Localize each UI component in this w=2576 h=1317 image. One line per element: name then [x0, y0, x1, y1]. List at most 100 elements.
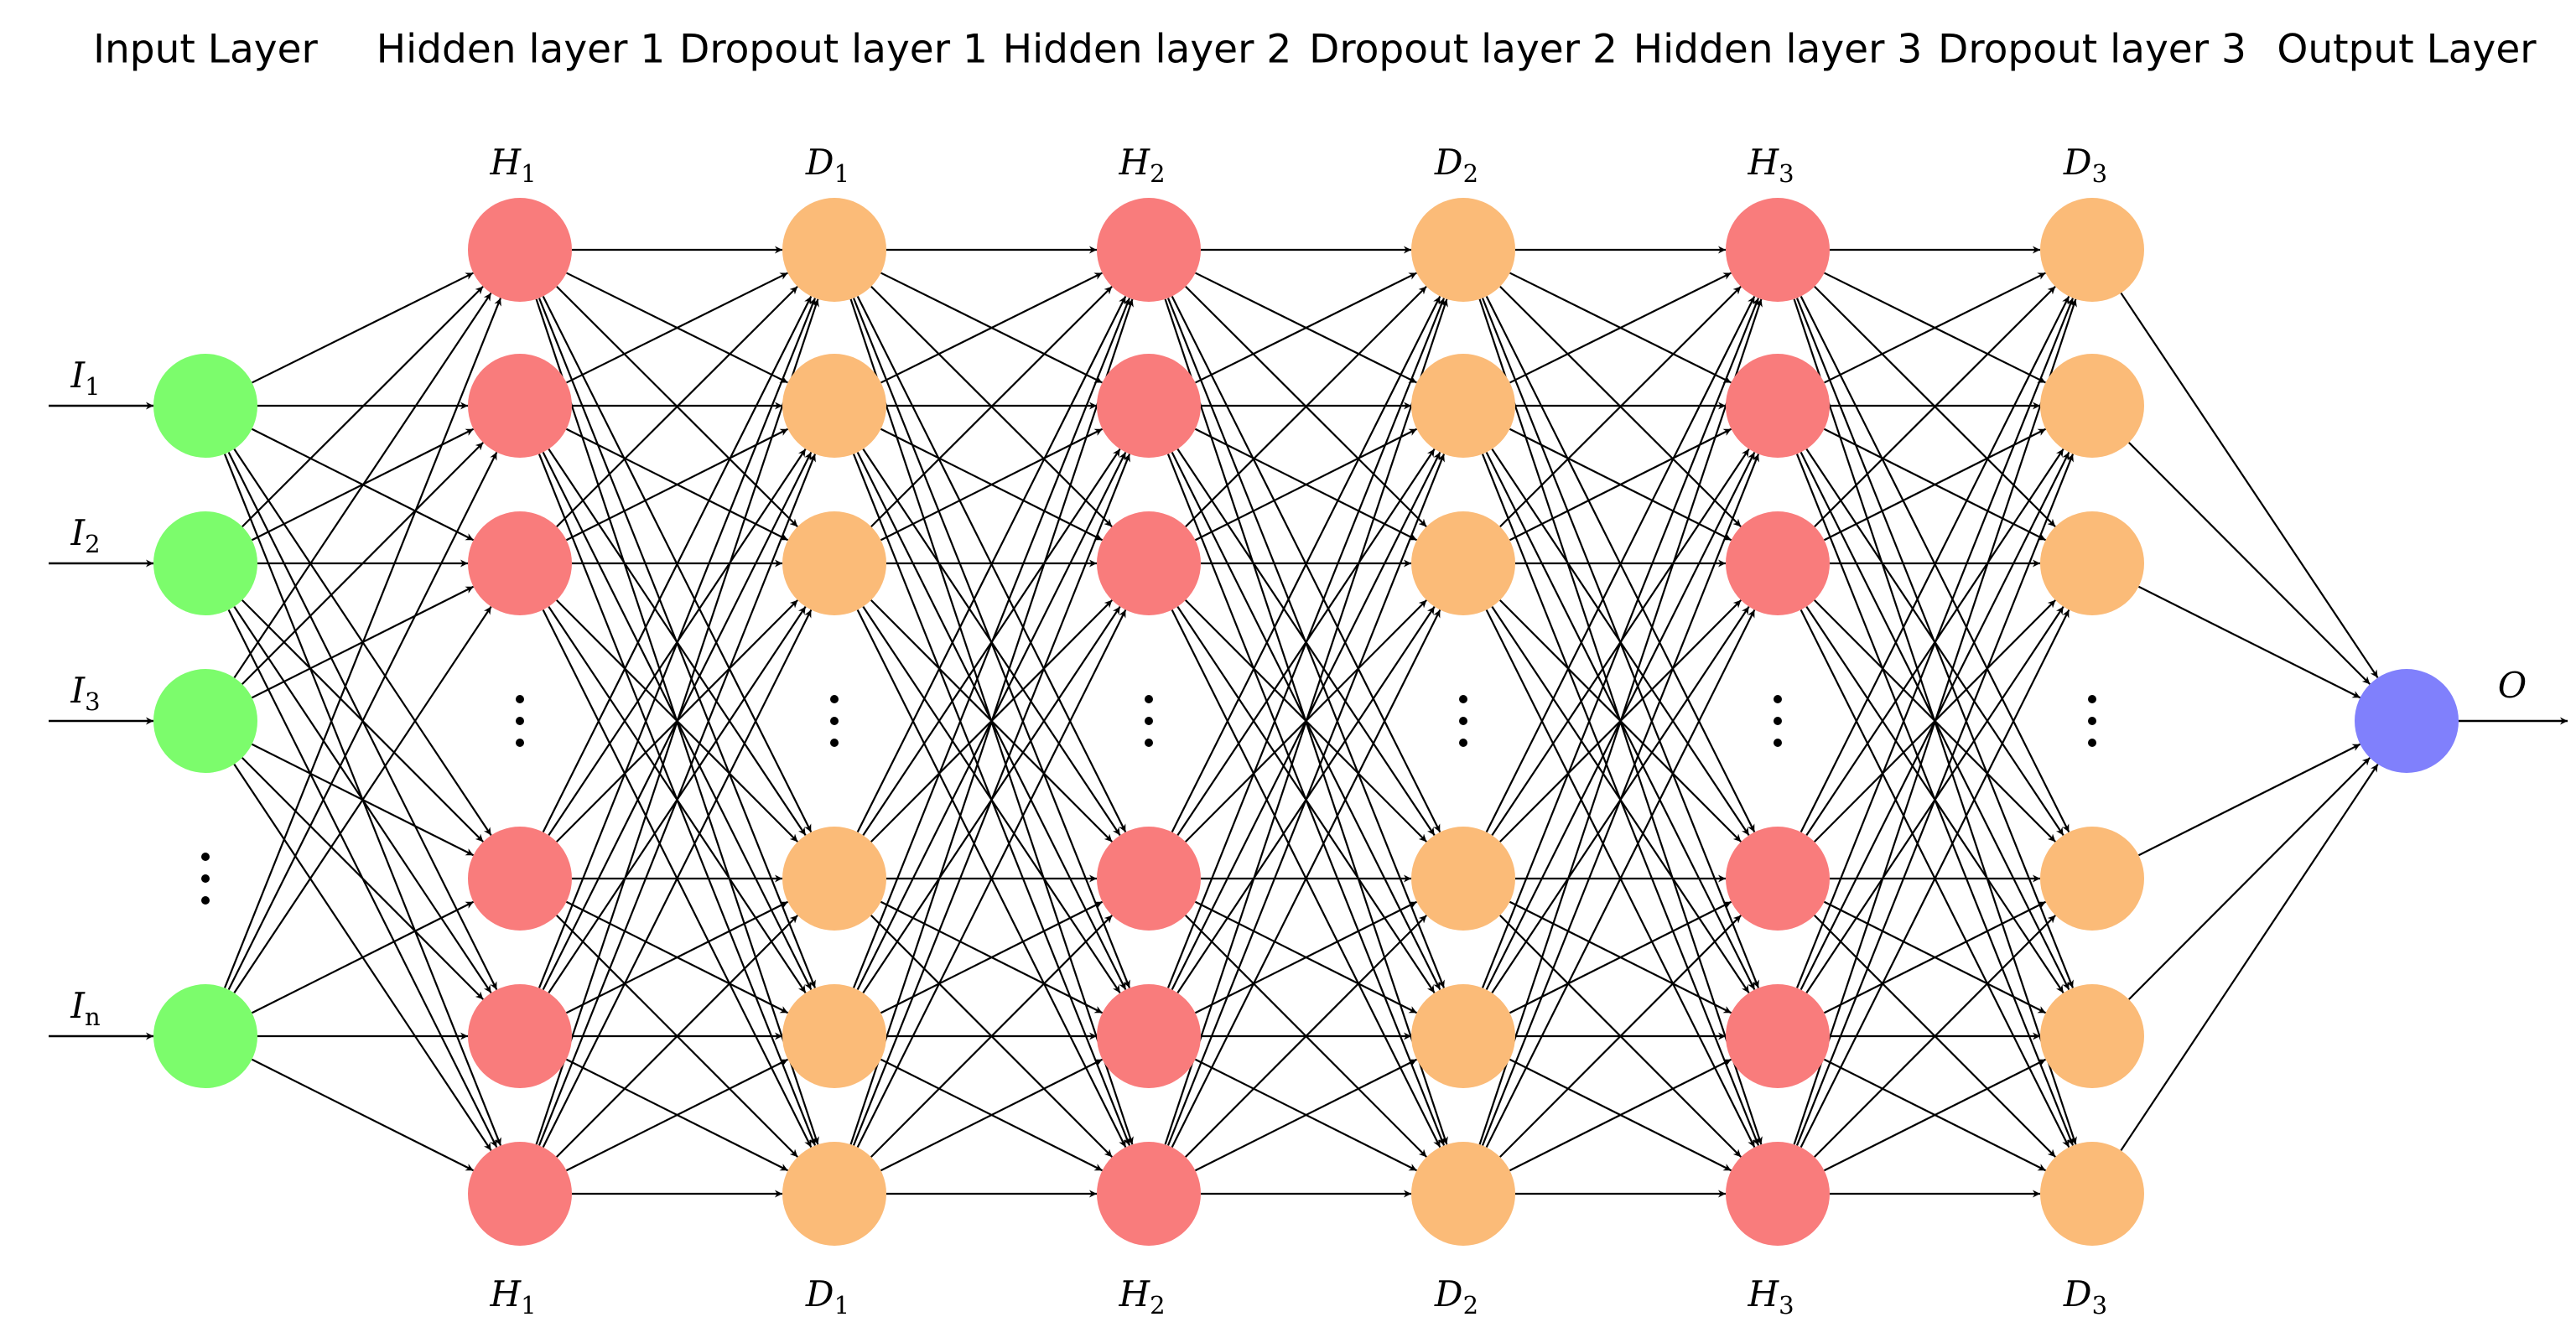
layer-index: 1: [834, 1291, 849, 1317]
connection-l5n4-l6n3: [1823, 900, 2047, 1014]
dropout-neuron: [2040, 1142, 2144, 1246]
hidden-neuron: [468, 1142, 572, 1246]
ellipsis-input-layer: [201, 853, 210, 905]
ellipsis-hidden-layer-2: [1145, 695, 1153, 747]
layer-index: 2: [1150, 1291, 1165, 1317]
hidden-neuron: [468, 827, 572, 931]
connection-l2n3-l3n0: [856, 295, 1127, 833]
input-label-n: In: [70, 985, 100, 1031]
hidden-neuron: [468, 984, 572, 1088]
input-symbol: I: [70, 355, 86, 396]
input-label-2: I2: [70, 512, 100, 558]
connection-l4n5-l5n3: [1499, 915, 1742, 1158]
input-neuron: [153, 984, 257, 1088]
hidden-neuron: [1726, 827, 1830, 931]
layer-index: 3: [1779, 1291, 1794, 1317]
layer-index: 1: [521, 1291, 536, 1317]
ellipsis-hidden-layer-3: [1774, 695, 1782, 747]
input-symbol: I: [70, 670, 86, 711]
hidden-neuron: [1097, 984, 1201, 1088]
connection-l2n2-l3n0: [870, 286, 1113, 527]
title-hidden-layer-3: Hidden layer 3: [1633, 27, 1922, 73]
hidden-neuron: [1726, 984, 1830, 1088]
connection-l5n5-l6n2: [1800, 609, 2070, 1148]
connection-l2n5-l3n2: [856, 609, 1127, 1148]
title-dropout-layer-2: Dropout layer 2: [1309, 27, 1618, 73]
layer-label-top-dropout-layer-2: D2: [1434, 142, 1478, 188]
connection-l5n2-l6n0: [1814, 286, 2056, 527]
connection-l1n5-l2n3: [556, 915, 798, 1158]
connection-l3n5-l4n2: [1171, 609, 1441, 1148]
connection-l3n3-l4n0: [1171, 295, 1441, 833]
connection-l5n4-l6n0: [1795, 298, 2075, 988]
layer-symbol: H: [1118, 1273, 1150, 1314]
layer-symbol: D: [1434, 1273, 1463, 1314]
connection-l6n0-l7n0: [2120, 292, 2379, 679]
connection-l1n2-l2n0: [556, 286, 798, 527]
connection-l6n2-l7n0: [2137, 585, 2361, 699]
connection-l0n3-l1n2: [233, 606, 492, 993]
input-subscript: n: [85, 1003, 101, 1031]
connection-l6n5-l7n0: [2120, 764, 2379, 1151]
connection-l2n4-l3n0: [852, 298, 1131, 988]
connection-l3n5-l4n0: [1164, 298, 1448, 1145]
layer-label-top-dropout-layer-3: D3: [2063, 142, 2107, 188]
title-input-layer: Input Layer: [93, 27, 318, 73]
dropout-neuron: [1411, 1142, 1515, 1246]
dropout-neuron: [782, 984, 886, 1088]
dropout-neuron: [2040, 511, 2144, 615]
connection-l1n5-l2n0: [535, 298, 819, 1145]
connection-l0n1-l1n0: [242, 286, 484, 527]
hidden-neuron: [1097, 198, 1201, 302]
connection-l1n3-l2n0: [542, 295, 813, 833]
dropout-neuron: [2040, 198, 2144, 302]
connection-l4n2-l5n1: [1509, 428, 1732, 542]
dropout-neuron: [782, 198, 886, 302]
connection-l2n5-l3n3: [870, 915, 1113, 1158]
layer-symbol: H: [489, 142, 522, 183]
connection-l2n5-l3n4: [880, 1058, 1104, 1172]
connection-l5n5-l6n4: [1823, 1058, 2047, 1172]
dropout-neuron: [2040, 827, 2144, 931]
dropout-neuron: [782, 354, 886, 458]
connection-l0n0-l1n0: [252, 272, 474, 384]
connection-l6n3-l7n0: [2137, 743, 2361, 857]
connection-l1n5-l2n2: [542, 609, 813, 1148]
input-neuron: [153, 511, 257, 615]
connection-l2n4-l3n3: [880, 900, 1104, 1014]
layer-index: 1: [834, 159, 849, 188]
connection-l5n5-l6n1: [1795, 454, 2075, 1146]
layer-symbol: D: [2063, 1273, 2092, 1314]
connection-l5n3-l6n0: [1800, 295, 2070, 833]
output-neuron: [2355, 669, 2459, 773]
connection-l0n3-l1n3: [251, 900, 475, 1014]
connection-l2n1-l3n0: [880, 272, 1103, 384]
connection-l6n4-l7n0: [2128, 757, 2371, 1000]
connection-l4n2-l5n0: [1499, 286, 1742, 527]
input-subscript: 3: [85, 687, 100, 716]
connection-l1n4-l2n0: [538, 298, 817, 988]
title-hidden-layer-2: Hidden layer 2: [1003, 27, 1291, 73]
connection-l4n3-l5n0: [1485, 295, 1756, 833]
connection-l1n5-l2n4: [565, 1058, 789, 1172]
layer-index: 3: [1779, 159, 1794, 188]
connection-l2n5-l3n0: [849, 298, 1134, 1145]
title-dropout-layer-3: Dropout layer 3: [1938, 27, 2246, 73]
connection-l2n2-l3n1: [880, 428, 1104, 542]
title-dropout-layer-1: Dropout layer 1: [679, 27, 988, 73]
connection-l3n4-l4n0: [1166, 298, 1446, 988]
connection-l4n5-l5n0: [1478, 298, 1763, 1145]
connection-l4n5-l5n2: [1485, 609, 1756, 1148]
connection-l4n4-l5n0: [1481, 298, 1760, 988]
connection-l3n1-l4n0: [1195, 272, 1417, 384]
connection-l6n1-l7n0: [2128, 442, 2371, 685]
connection-l3n5-l4n1: [1166, 454, 1446, 1146]
connection-l1n2-l2n1: [565, 428, 789, 542]
hidden-neuron: [468, 511, 572, 615]
hidden-neuron: [468, 354, 572, 458]
layer-label-top-hidden-layer-3: H3: [1747, 142, 1794, 188]
connection-l0n2-l1n0: [233, 292, 492, 679]
layer-symbol: D: [1434, 142, 1463, 183]
